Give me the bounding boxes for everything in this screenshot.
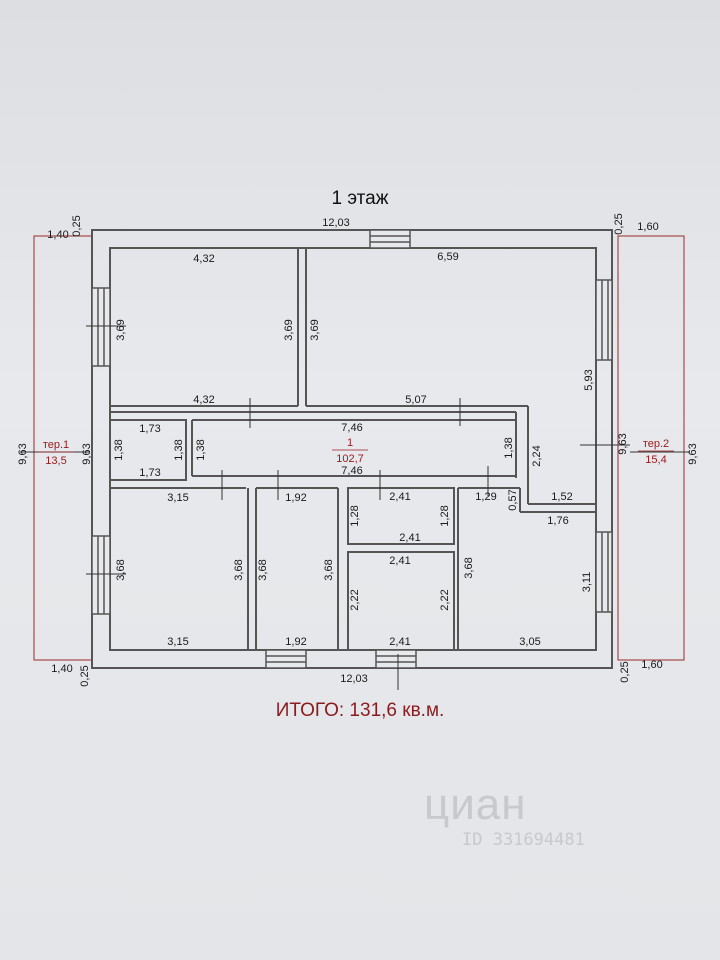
dim-room-b2-left: 3,68 <box>257 559 269 580</box>
dim-ter2-top: 1,60 <box>637 221 658 233</box>
dim-wc-right: 2,22 <box>439 589 451 610</box>
dim-step-129: 1,29 <box>475 491 496 503</box>
dim-room-b2-bottom: 1,92 <box>285 636 306 648</box>
dim-wc-top: 2,41 <box>389 555 410 567</box>
dim-wall-tr: 0,25 <box>613 213 625 234</box>
dim-ter2-bottom: 1,60 <box>641 659 662 671</box>
bottom-rooms <box>247 487 459 651</box>
dim-wall-tl: 0,25 <box>71 215 83 236</box>
dim-small-top: 1,73 <box>139 423 160 435</box>
floor-title: 1 этаж <box>331 188 389 209</box>
dim-inner-right: 9,63 <box>617 433 629 454</box>
dim-room-bl-left: 3,68 <box>115 559 127 580</box>
dim-overall-bottom: 12,03 <box>340 673 368 685</box>
dim-hall-left: 1,38 <box>195 439 207 460</box>
dim-small-right: 1,38 <box>173 439 185 460</box>
dim-room-tr-left: 3,69 <box>309 319 321 340</box>
dim-room-br-left: 3,68 <box>463 557 475 578</box>
room-1-number: 1 <box>347 437 353 449</box>
watermark-logo: циан <box>424 780 527 829</box>
dim-hall-bottom: 7,46 <box>341 465 362 477</box>
dim-bath-bottom: 2,41 <box>399 532 420 544</box>
dim-room-tr-bottom: 5,07 <box>405 394 426 406</box>
dim-small-bottom: 1,73 <box>139 467 160 479</box>
terrace-1-label: тер.1 <box>43 439 69 451</box>
dim-bath-left: 1,28 <box>349 505 361 526</box>
dim-room-br-bottom: 3,05 <box>519 636 540 648</box>
dim-height-right: 9,63 <box>687 443 699 464</box>
dim-room-tl-left: 3,69 <box>115 319 127 340</box>
terrace-2-area: 15,4 <box>645 454 666 466</box>
dim-small-left: 1,38 <box>113 439 125 460</box>
dim-bath-top: 2,41 <box>389 491 410 503</box>
dim-room-tl-top: 4,32 <box>193 253 214 265</box>
dim-step-224: 2,24 <box>531 445 543 466</box>
dim-height-left: 9,63 <box>17 443 29 464</box>
dim-wall-br: 0,25 <box>619 661 631 682</box>
dim-room-tl-bottom: 4,32 <box>193 394 214 406</box>
room-top-left <box>110 248 516 413</box>
windows <box>91 229 613 669</box>
dim-hall-right: 1,38 <box>503 437 515 458</box>
terrace-2-label: тер.2 <box>643 438 669 450</box>
dim-room-tr-right: 5,93 <box>583 369 595 390</box>
dim-room-bl-top: 3,15 <box>167 492 188 504</box>
dim-room-tl-right: 3,69 <box>283 319 295 340</box>
hall <box>110 419 596 513</box>
dim-room-br-right: 3,11 <box>581 572 593 593</box>
dim-ter1-top: 1,40 <box>47 229 68 241</box>
dim-ter1-bottom: 1,40 <box>51 663 72 675</box>
dim-room-bl-bottom: 3,15 <box>167 636 188 648</box>
dim-overall-top: 12,03 <box>322 217 350 229</box>
watermark-id: ID 331694481 <box>462 830 585 850</box>
dim-room-bl-right: 3,68 <box>233 559 245 580</box>
dim-wc-left: 2,22 <box>349 589 361 610</box>
dim-room-b2-top: 1,92 <box>285 492 306 504</box>
watermark: циан ID 331694481 <box>424 780 585 850</box>
dim-inner-left: 9,63 <box>81 443 93 464</box>
total-area: ИТОГО: 131,6 кв.м. <box>275 700 445 721</box>
dim-room-tr-top: 6,59 <box>437 251 458 263</box>
room-1-area: 102,7 <box>336 453 364 465</box>
terrace-2-outline <box>617 235 685 661</box>
dim-step-152: 1,52 <box>551 491 572 503</box>
dim-wc-bottom: 2,41 <box>389 636 410 648</box>
dim-step-176: 1,76 <box>547 515 568 527</box>
dim-bath-right: 1,28 <box>439 505 451 526</box>
dim-room-b2-right: 3,68 <box>323 559 335 580</box>
small-room <box>109 419 193 481</box>
dimension-labels: 12,03 1,40 1,60 0,25 0,25 12,03 1,40 1,6… <box>17 213 699 686</box>
area-labels: тер.1 13,5 тер.2 15,4 1 102,7 <box>38 437 674 467</box>
terrace-1-area: 13,5 <box>45 455 66 467</box>
door-markers <box>20 325 690 690</box>
dim-wall-bl: 0,25 <box>79 665 91 686</box>
dim-step-057: 0,57 <box>507 489 519 510</box>
room-top-right <box>305 248 596 505</box>
outer-wall <box>91 229 613 669</box>
dim-hall-top: 7,46 <box>341 422 362 434</box>
